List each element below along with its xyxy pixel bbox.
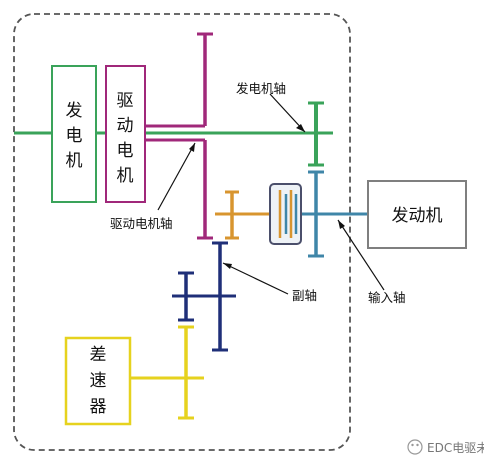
differential-label-3: 器	[90, 397, 107, 417]
drive-motor-box	[105, 65, 146, 203]
watermark: EDC电驱未来	[407, 439, 484, 455]
generator-label-3: 机	[66, 151, 83, 171]
callout-drive-motor-shaft: 驱动电机轴	[110, 216, 173, 231]
callout-arrowheads	[189, 124, 345, 269]
engine-label: 发动机	[392, 206, 443, 226]
drive-motor-label-4: 机	[117, 166, 134, 186]
input-shaft	[297, 170, 368, 258]
callout-input-shaft: 输入轴	[368, 290, 406, 305]
countershaft	[172, 241, 236, 352]
drive-motor-label-2: 动	[117, 116, 134, 136]
generator-label-2: 电	[66, 126, 83, 146]
callout-countershaft: 副轴	[292, 288, 317, 303]
differential-box	[64, 336, 132, 426]
differential-label-2: 速	[90, 371, 107, 391]
differential-label-1: 差	[90, 345, 107, 365]
drive-motor-shaft	[145, 32, 213, 240]
drive-motor-label-3: 电	[117, 141, 134, 161]
watermark-logo-icon	[407, 439, 423, 455]
generator-label-1: 发	[66, 101, 83, 121]
drive-motor-label-1: 驱	[117, 91, 134, 111]
callout-generator-shaft: 发电机轴	[236, 81, 286, 96]
transmission-housing-boundary	[13, 13, 351, 451]
generator-shaft	[14, 101, 333, 167]
clutch	[269, 183, 302, 245]
differential-shaft	[130, 325, 204, 420]
engine-box	[367, 180, 467, 249]
generator-box	[51, 65, 97, 203]
watermark-text: EDC电驱未来	[427, 441, 484, 455]
clutch-shaft	[215, 190, 272, 240]
